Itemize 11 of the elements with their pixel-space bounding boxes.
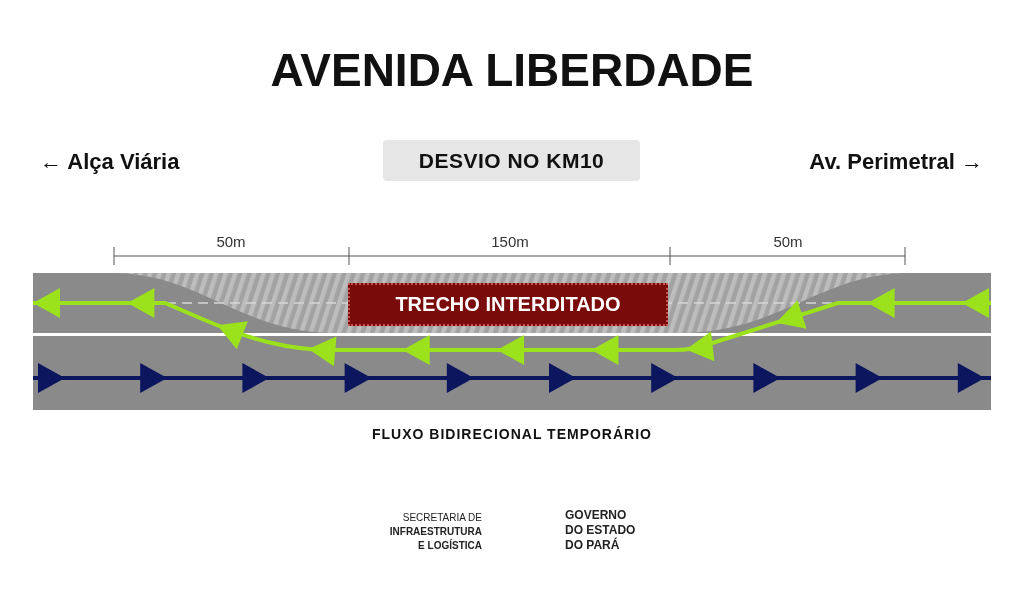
location-tag: DESVIO NO KM10 — [383, 140, 640, 181]
destination-label: ← Alça Viária — [40, 149, 180, 175]
dimension-label: 150m — [491, 232, 529, 250]
flow-caption: FLUXO BIDIRECIONAL TEMPORÁRIO — [372, 425, 652, 443]
agency-name: SECRETARIA DE INFRAESTRUTURA E LOGÍSTICA — [388, 511, 482, 553]
government-name: GOVERNO DO ESTADO DO PARÁ — [565, 508, 637, 553]
page-title: AVENIDA LIBERDADE — [270, 44, 754, 96]
closure-sign: TRECHO INTERDITADO — [348, 283, 668, 326]
dimension-label: 50m — [216, 232, 246, 250]
dimension-label: 50m — [773, 232, 803, 250]
destination-label: Av. Perimetral → — [809, 149, 983, 175]
